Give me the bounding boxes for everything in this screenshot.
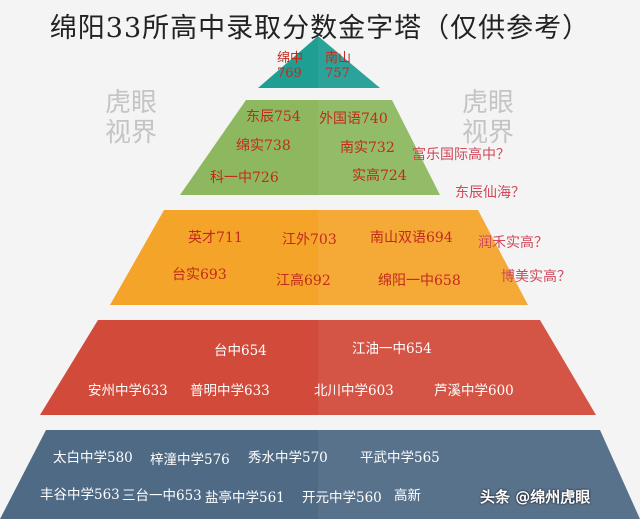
school-label: 平武中学565: [360, 450, 440, 466]
school-label: 绵阳一中658: [378, 273, 461, 289]
school-label: 梓潼中学576: [150, 452, 230, 468]
tier-5-shape: [0, 430, 640, 519]
school-label: 开元中学560: [302, 490, 382, 506]
school-label: 芦溪中学600: [434, 383, 514, 399]
school-score: 769: [277, 66, 302, 81]
tier-1-shape: [258, 36, 380, 88]
school-label: 丰谷中学563: [40, 487, 120, 503]
question-label: 东辰仙海？: [455, 185, 525, 201]
tier-4-shape: [40, 320, 596, 415]
school-label: 科一中726: [210, 170, 279, 186]
school-label: 南实732: [340, 140, 395, 156]
watermark-right: 虎眼视界: [462, 88, 515, 148]
school-label: 秀水中学570: [248, 450, 328, 466]
school-label: 台中654: [214, 343, 267, 359]
tier-3-shape: [110, 210, 528, 305]
school-label: 三台一中653: [122, 488, 202, 504]
school-label: 江油一中654: [352, 341, 432, 357]
school-label: 江外703: [282, 232, 337, 248]
school-label: 盐亭中学561: [205, 490, 285, 506]
school-label: 英才711: [188, 230, 243, 246]
school-score: 757: [325, 66, 350, 81]
school-label: 普明中学633: [190, 383, 270, 399]
question-label: 博美实高？: [501, 269, 571, 285]
school-label: 南山: [325, 51, 352, 66]
school-label: 台实693: [172, 267, 227, 283]
school-label: 北川中学603: [314, 383, 394, 399]
school-label: 东辰754: [246, 109, 301, 125]
page-title: 绵阳33所高中录取分数金字塔（仅供参考）: [49, 13, 591, 44]
school-label: 太白中学580: [53, 450, 133, 466]
school-label: 安州中学633: [88, 383, 168, 399]
school-label: 实高724: [352, 168, 407, 184]
school-label: 外国语740: [319, 111, 388, 127]
school-label: 绵实738: [236, 138, 291, 154]
school-label: 江高692: [276, 273, 331, 289]
question-label: 富乐国际高中？: [412, 147, 510, 163]
school-label: 高新: [394, 488, 421, 504]
source-watermark: 头条 @绵州虎眼: [480, 488, 591, 506]
watermark-left: 虎眼视界: [105, 88, 158, 148]
school-label: 南山双语694: [370, 230, 453, 246]
question-label: 润禾实高？: [478, 235, 548, 251]
tier-2-shape: [180, 100, 440, 195]
school-label: 绵中: [277, 51, 304, 66]
